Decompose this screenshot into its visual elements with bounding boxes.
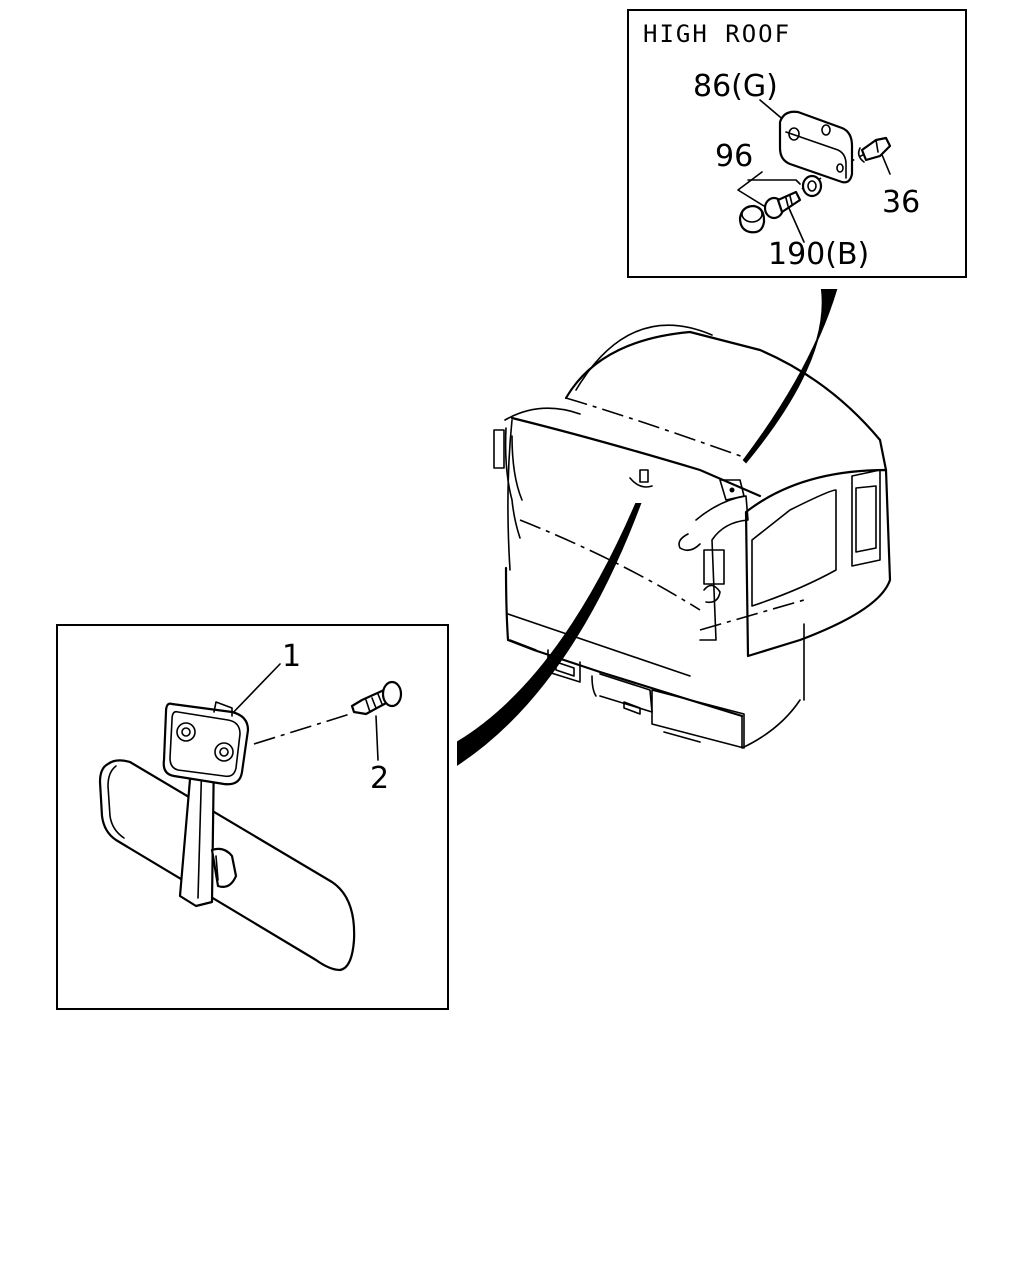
sweep-to-mirror (457, 503, 642, 766)
screw-2 (350, 680, 403, 716)
washer-96 (801, 174, 823, 198)
truck-cab-illustration (493, 324, 892, 749)
sweep-to-high-roof (742, 289, 838, 464)
inset-rearview-mirror: 1 2 (56, 624, 449, 1010)
callout-96: 96 (715, 139, 753, 174)
callout-86g: 86(G) (693, 69, 778, 104)
leader-sweeps (457, 289, 838, 766)
callout-1: 1 (282, 639, 301, 674)
mirror-mount-plate (162, 701, 250, 786)
inset-title: HIGH ROOF (643, 20, 791, 48)
callout-190b: 190(B) (768, 237, 869, 272)
inset-high-roof: HIGH ROOF 86(G) 96 36 190(B) (627, 9, 967, 278)
callout-2: 2 (370, 761, 389, 796)
clip-36 (857, 136, 892, 163)
roof-bracket-plate (778, 110, 854, 184)
bolt-190b (763, 190, 802, 220)
mirror-stem (178, 750, 238, 908)
callout-36: 36 (882, 185, 920, 220)
cap-96 (738, 204, 766, 234)
